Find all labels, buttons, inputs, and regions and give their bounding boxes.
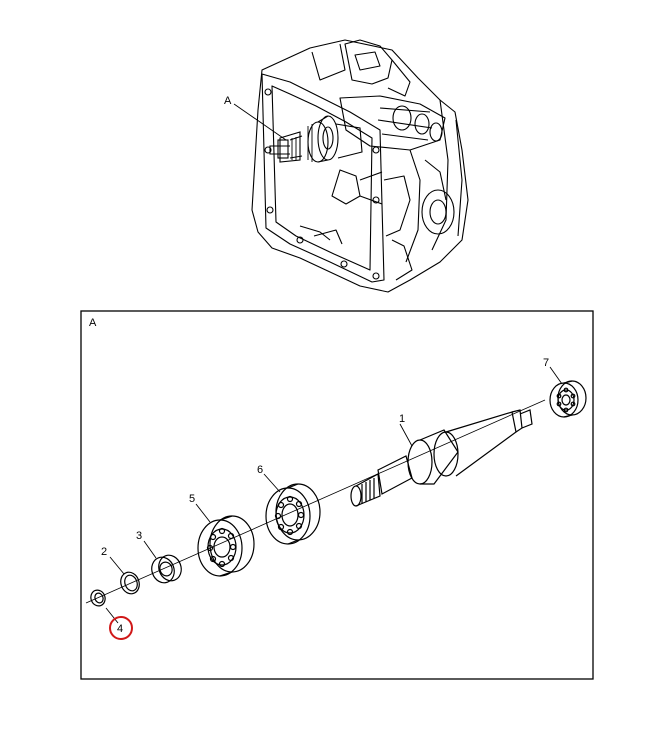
part-label-3: 3 xyxy=(136,530,142,542)
part-1-mainshaft xyxy=(350,409,533,507)
detail-frame-label: A xyxy=(89,317,97,329)
part-label-5: 5 xyxy=(189,493,195,505)
assembly-axis-line xyxy=(85,399,546,604)
part-label-2: 2 xyxy=(101,546,107,558)
shaft-hatching xyxy=(291,124,313,162)
part-2-snap-ring xyxy=(120,571,140,595)
detail-frame xyxy=(80,310,594,680)
part-5-bearing xyxy=(197,515,255,577)
part-label-4: 4 xyxy=(117,623,123,635)
part-3-nut xyxy=(151,554,182,584)
leader-lines xyxy=(105,366,563,624)
part-label-7: 7 xyxy=(543,357,549,369)
transmission-case-illustration xyxy=(251,39,469,293)
part-4-snap-ring xyxy=(90,589,106,607)
part-label-1: 1 xyxy=(399,413,405,425)
part-7-pilot-bearing xyxy=(549,380,587,418)
part-label-6: 6 xyxy=(257,464,263,476)
overview-callout-label: A xyxy=(224,95,232,107)
highlight-part-4: 4 xyxy=(109,616,133,640)
overview-callout: A xyxy=(224,95,287,141)
part-6-bearing xyxy=(265,483,321,545)
highlight-circle xyxy=(109,616,133,640)
shaft-assembly-in-case xyxy=(269,115,363,163)
